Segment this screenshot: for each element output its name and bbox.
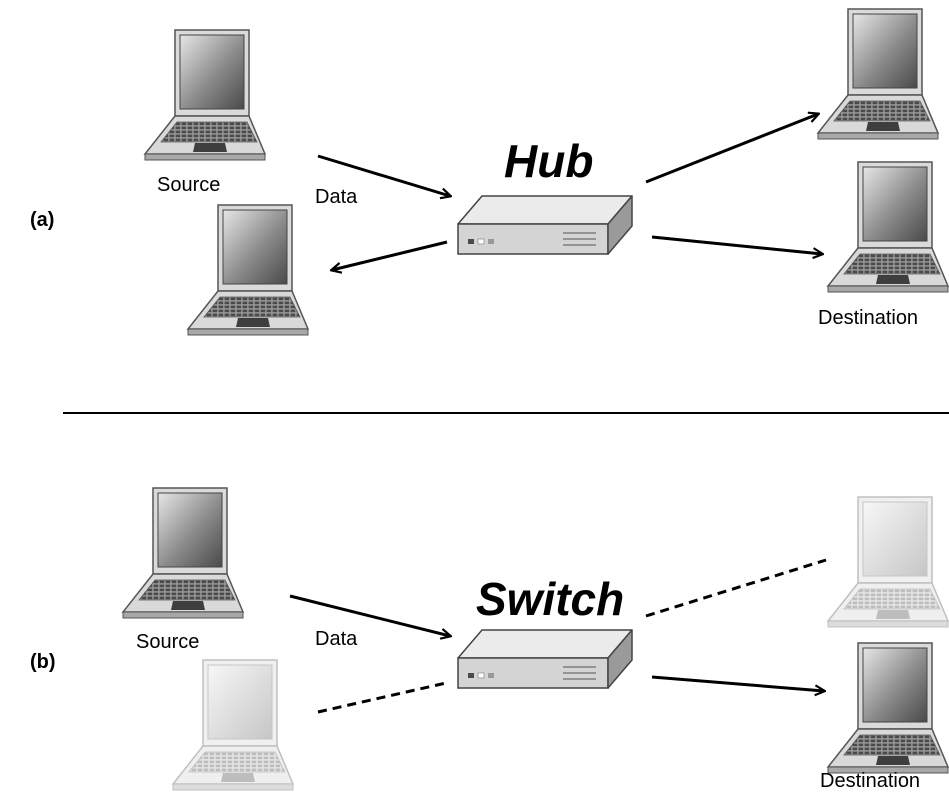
hub-to-top-right-arrow bbox=[645, 114, 818, 184]
panel-b-label: (b) bbox=[30, 651, 56, 673]
source-laptop-a bbox=[144, 29, 266, 161]
hub-title: Hub bbox=[504, 135, 593, 187]
idle-top-right-laptop-b bbox=[827, 496, 949, 628]
hub-to-left-laptop-arrow bbox=[332, 240, 448, 270]
panel-a: (a) Source Destination Hub Data bbox=[30, 8, 949, 336]
destination-laptop-b bbox=[827, 642, 949, 774]
panel-b: (b) Source Destination Switch Data bbox=[30, 487, 949, 792]
panel-a-label: (a) bbox=[30, 209, 54, 231]
destination-laptop-a bbox=[827, 161, 949, 293]
data-label-b: Data bbox=[315, 628, 358, 650]
source-label-b: Source bbox=[136, 631, 199, 653]
hub-to-destination-arrow bbox=[651, 235, 822, 254]
other-laptop-a bbox=[187, 204, 309, 336]
source-label-a: Source bbox=[157, 174, 220, 196]
destination-label-b: Destination bbox=[820, 770, 920, 792]
idle-laptop-b bbox=[172, 659, 294, 791]
source-laptop-b bbox=[122, 487, 244, 619]
switch-to-idle-laptop-dashed-link bbox=[317, 681, 447, 714]
hub-device bbox=[457, 195, 633, 255]
top-right-laptop-a bbox=[817, 8, 939, 140]
switch-to-idle-top-right-dashed-link bbox=[645, 558, 827, 618]
switch-to-destination-arrow bbox=[651, 675, 824, 691]
data-label-a: Data bbox=[315, 186, 358, 208]
destination-label-a: Destination bbox=[818, 307, 918, 329]
source-to-hub-arrow-a bbox=[317, 154, 450, 196]
switch-device bbox=[457, 629, 633, 689]
source-to-switch-arrow-b bbox=[289, 594, 450, 636]
switch-title: Switch bbox=[476, 573, 624, 625]
